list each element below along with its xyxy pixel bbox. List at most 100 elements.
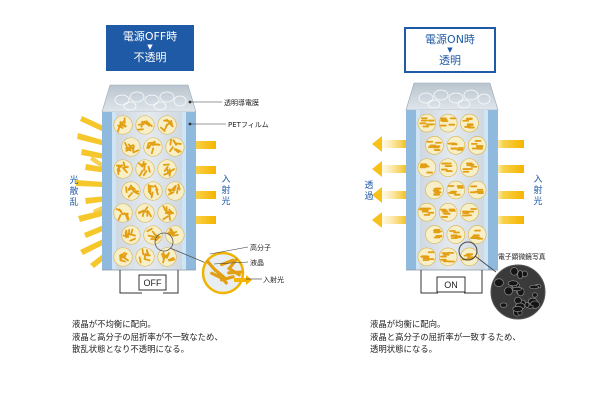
right-header-state: 透明 [439,54,461,67]
lc-droplet [425,225,444,244]
svg-text:入: 入 [221,174,230,185]
right-side-label: 透 過 [364,180,373,202]
lc-droplet [143,181,163,201]
lc-droplet [157,159,177,179]
transmitted-light-arrow [372,187,406,203]
lc-droplet [467,225,487,244]
svg-text:光: 光 [69,174,78,186]
transmitted-light-arrow [372,136,406,152]
lc-droplet [460,247,479,267]
left-pet-film-right [186,112,196,270]
lc-droplet [438,158,458,177]
lc-droplet [113,115,133,135]
lc-droplet [157,115,177,135]
lc-droplet [425,136,444,155]
lc-droplet [467,136,487,155]
right-caption: 液晶が均衡に配向。 液晶と高分子の屈折率が一致するため、 透明状態になる。 [370,318,521,356]
lc-droplet [113,203,133,223]
lc-droplet [438,203,458,222]
right-incident-label: 入 射 光 [533,174,542,207]
right-switch-box [436,276,466,293]
lc-droplet [121,137,141,157]
lc-droplet [157,247,177,267]
sem-pore [512,305,524,312]
lc-droplet [135,159,155,179]
lc-droplet [417,247,437,267]
left-header-off: 電源OFF時 ▼ 不透明 [106,25,194,71]
down-triangle-icon: ▼ [447,46,453,54]
lc-droplet [438,113,458,133]
left-circuit [119,270,179,294]
sem-pore [532,292,538,298]
sem-photo [490,264,546,320]
lc-droplet [165,225,185,245]
sem-pore [507,280,519,287]
sem-pore [504,286,513,296]
right-panel: ON [372,82,546,320]
magnified-incident-arrow [234,275,252,285]
caption-line: 液晶が均衡に配向。 [370,319,446,329]
right-header-title: 電源ON時 [425,33,475,46]
left-header-state: 不透明 [133,51,167,64]
left-switch-label: OFF [144,278,162,288]
lc-droplet [438,247,458,267]
transmitted-light-arrow [372,212,406,228]
svg-text:散: 散 [69,185,78,197]
svg-text:光: 光 [221,195,230,207]
right-circuit [420,270,483,294]
lc-droplet [165,137,185,157]
lc-droplet [446,136,466,155]
lc-droplet [113,159,133,179]
left-lc-droplets [113,115,185,267]
lc-droplet [460,158,479,177]
right-header-on: 電源ON時 ▼ 透明 [404,27,496,73]
caption-line: 散乱状態となり不透明になる。 [72,344,189,354]
lc-droplet [157,203,177,223]
left-incident-label: 入 射 光 [221,174,230,207]
sem-pore [517,270,524,280]
left-side-label: 光 散 乱 [69,174,78,208]
label-sem-photo: 電子顕微鏡写真 [498,252,546,261]
left-switch-box [138,274,167,291]
caption-line: 液晶が不均衡に配向。 [72,319,156,329]
right-switch-label: ON [444,280,458,290]
sem-pore [511,286,522,292]
lc-droplet [417,203,437,222]
right-zoom-source [458,241,478,261]
lc-droplet [135,203,155,223]
lc-droplet [143,137,163,157]
svg-text:乱: 乱 [69,197,78,208]
lc-droplet [121,225,141,245]
lc-droplet [113,247,133,267]
left-panel: OFF [76,84,262,295]
left-pet-film-left [102,112,112,270]
label-pet-film: PETフィルム [228,121,269,129]
right-transmitted-arrows [372,136,406,228]
svg-text:透: 透 [364,180,373,191]
left-zoom-source [154,232,174,252]
label-liquid-crystal: 液晶 [250,258,264,267]
lc-droplet [446,225,466,244]
sem-pore [529,284,539,290]
down-triangle-icon: ▼ [147,43,153,51]
lc-droplet [417,113,437,133]
left-pdlc-cell [101,84,197,271]
lc-droplet [446,180,466,200]
svg-text:射: 射 [221,184,230,196]
lc-droplet [143,225,163,245]
transmitted-light-arrow [372,161,406,177]
svg-text:入: 入 [533,174,542,185]
label-incident-light: 入射光 [263,275,284,284]
lc-droplet [135,115,155,135]
lc-droplet [135,247,155,267]
lc-droplet [121,181,141,201]
right-lc-droplets [417,113,487,267]
sem-pore [493,278,504,287]
left-header-title: 電源OFF時 [122,30,178,43]
left-scattered-light [76,116,111,268]
sem-pore [510,267,519,276]
lc-droplet [425,180,444,200]
svg-text:射: 射 [533,184,542,196]
sem-pore [499,302,508,308]
